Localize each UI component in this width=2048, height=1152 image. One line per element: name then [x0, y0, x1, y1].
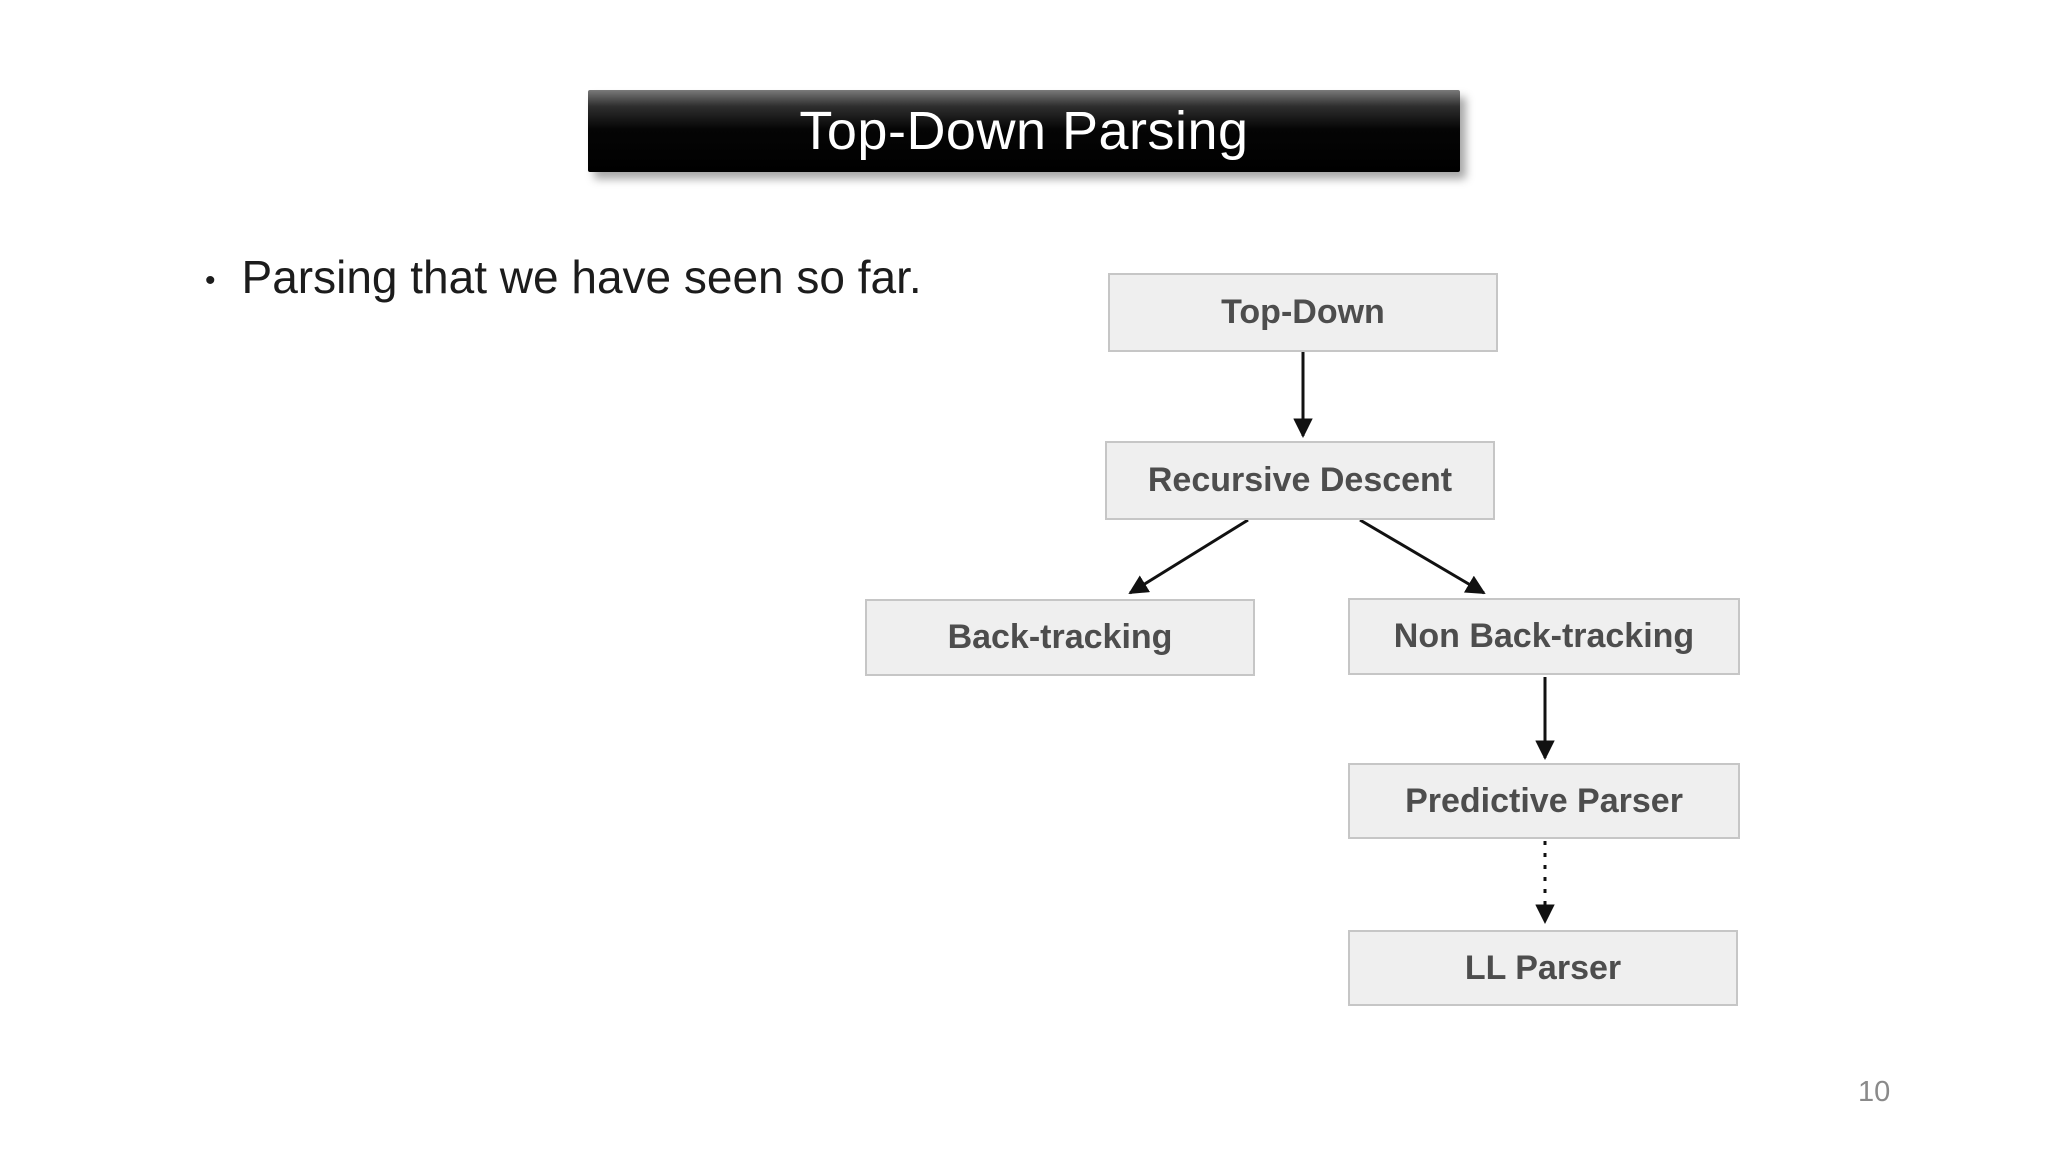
diagram-node-recursive-descent: Recursive Descent [1105, 441, 1495, 520]
slide-title-bar: Top-Down Parsing [588, 90, 1460, 172]
diagram-node-ll-parser: LL Parser [1348, 930, 1738, 1006]
diagram-node-non-back-tracking: Non Back-tracking [1348, 598, 1740, 675]
diagram-node-back-tracking: Back-tracking [865, 599, 1255, 676]
edge-recursive-backtracking [1128, 518, 1249, 595]
diagram-node-top-down: Top-Down [1108, 273, 1498, 352]
edge-recursive-nonbacktracking [1359, 518, 1486, 595]
bullet-text: Parsing that we have seen so far. [241, 251, 922, 303]
page-number: 10 [1858, 1076, 1891, 1108]
bullet-icon: • [205, 263, 216, 297]
diagram-node-predictive-parser: Predictive Parser [1348, 763, 1740, 839]
slide-title: Top-Down Parsing [799, 101, 1249, 161]
bullet-item: • Parsing that we have seen so far. [205, 250, 922, 305]
